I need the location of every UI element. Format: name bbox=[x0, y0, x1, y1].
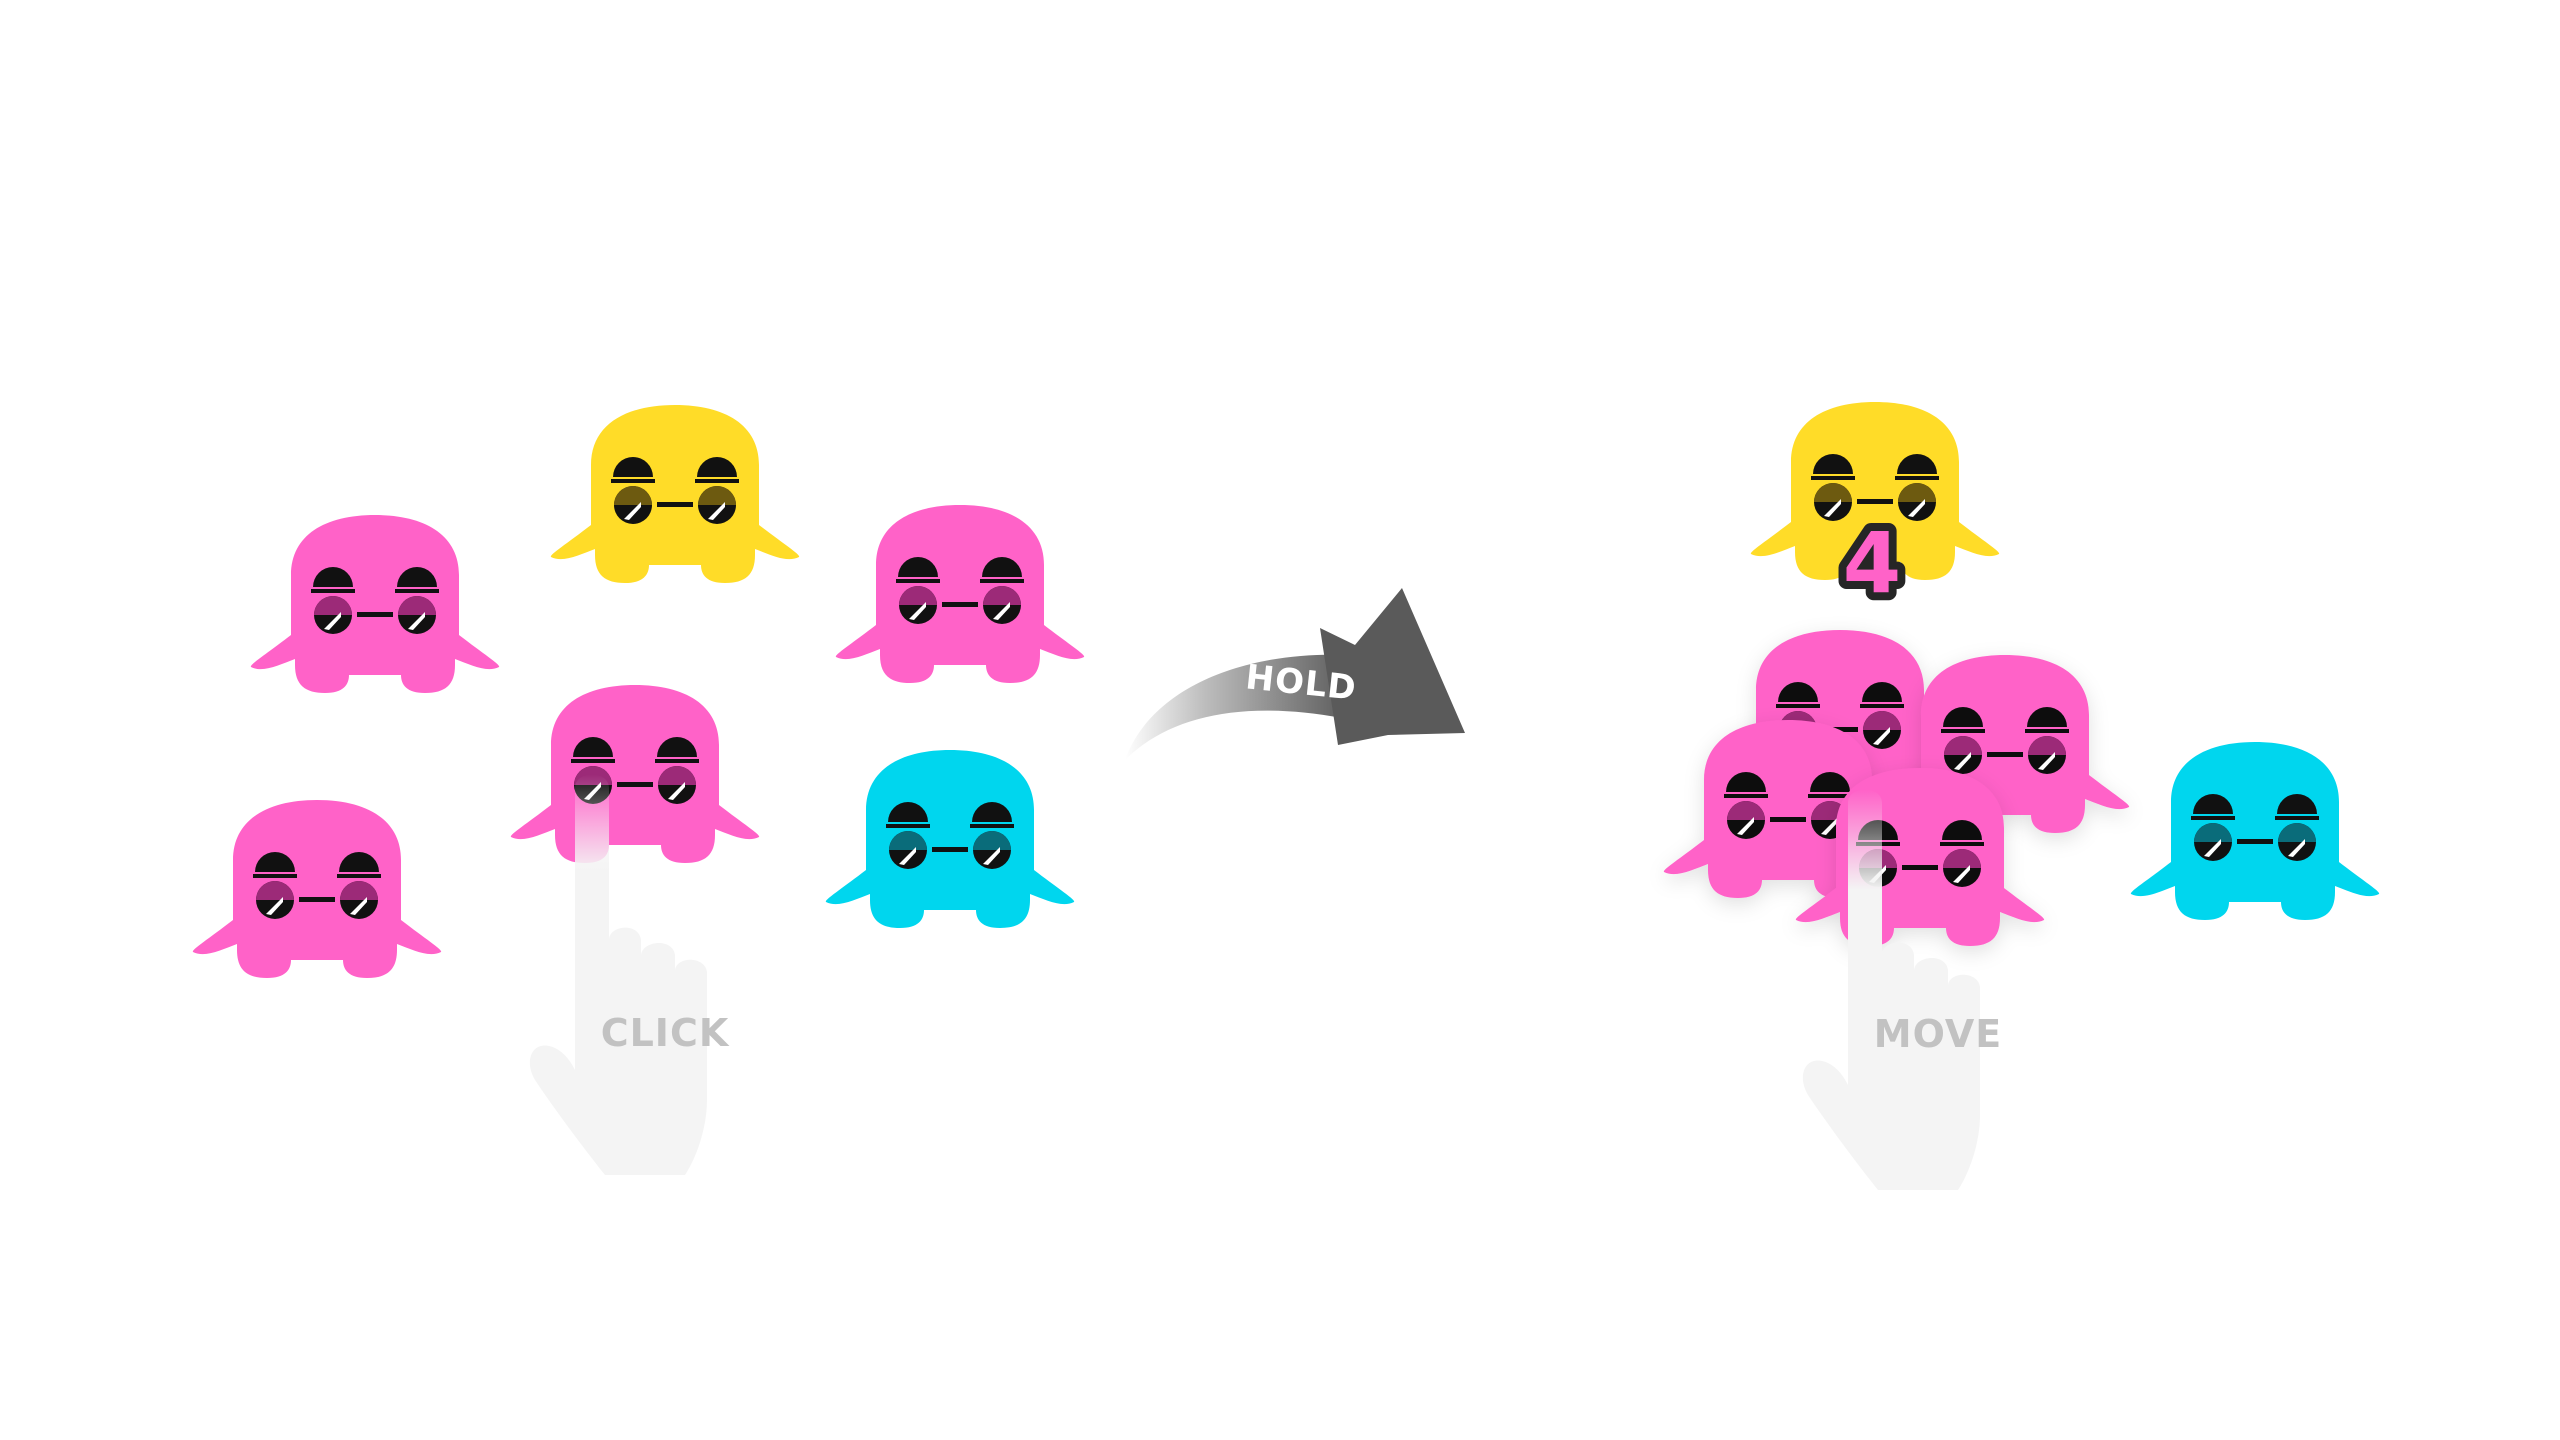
mouth bbox=[657, 502, 693, 507]
selection-count-badge: 4 bbox=[1835, 506, 1909, 620]
eye-icon bbox=[980, 557, 1024, 624]
eye-icon bbox=[311, 567, 355, 634]
eye-icon bbox=[655, 737, 699, 804]
eye-icon bbox=[395, 567, 439, 634]
pink-creature-bottom-left[interactable] bbox=[192, 800, 442, 978]
click-label: CLICK bbox=[601, 1011, 730, 1055]
yellow-creature-top[interactable] bbox=[1750, 402, 2000, 580]
eye-icon bbox=[896, 557, 940, 624]
eye-icon bbox=[1941, 707, 1985, 774]
curved-arrow-icon: HOLD bbox=[1125, 588, 1465, 760]
mouth bbox=[1770, 817, 1806, 822]
mouth bbox=[617, 782, 653, 787]
pink-creature-top-right[interactable] bbox=[835, 505, 1085, 683]
cyan-creature-right[interactable] bbox=[825, 750, 1075, 928]
eye-icon bbox=[695, 457, 739, 524]
mouth bbox=[357, 612, 393, 617]
move-label: MOVE bbox=[1874, 1012, 2002, 1056]
mouth bbox=[1822, 727, 1858, 732]
eye-icon bbox=[1940, 820, 1984, 887]
eye-icon bbox=[337, 852, 381, 919]
selection-count: 4 bbox=[1843, 514, 1901, 612]
right-creature-group bbox=[1663, 402, 2380, 946]
mouth bbox=[1987, 752, 2023, 757]
left-creature-group bbox=[192, 405, 1085, 978]
mouth bbox=[299, 897, 335, 902]
eye-icon bbox=[2191, 794, 2235, 861]
mouth bbox=[2237, 839, 2273, 844]
pink-creature-center[interactable] bbox=[510, 685, 760, 863]
cyan-creature-right[interactable] bbox=[2130, 742, 2380, 920]
eye-icon bbox=[970, 802, 1014, 869]
mouth bbox=[942, 602, 978, 607]
yellow-creature-top[interactable] bbox=[550, 405, 800, 583]
pointing-hand-icon-move: MOVE bbox=[1802, 789, 2002, 1190]
eye-icon bbox=[2275, 794, 2319, 861]
eye-icon bbox=[1724, 772, 1768, 839]
eye-icon bbox=[1811, 454, 1855, 521]
mouth bbox=[1902, 865, 1938, 870]
mouth bbox=[1857, 499, 1893, 504]
eye-icon bbox=[611, 457, 655, 524]
pointing-hand-icon: CLICK bbox=[529, 774, 730, 1175]
pink-creature-top-left[interactable] bbox=[250, 515, 500, 693]
eye-icon bbox=[253, 852, 297, 919]
mouth bbox=[932, 847, 968, 852]
eye-icon bbox=[1895, 454, 1939, 521]
eye-icon bbox=[886, 802, 930, 869]
eye-icon bbox=[1860, 682, 1904, 749]
pink-creature-stack-right[interactable] bbox=[1880, 655, 2130, 833]
eye-icon bbox=[2025, 707, 2069, 774]
